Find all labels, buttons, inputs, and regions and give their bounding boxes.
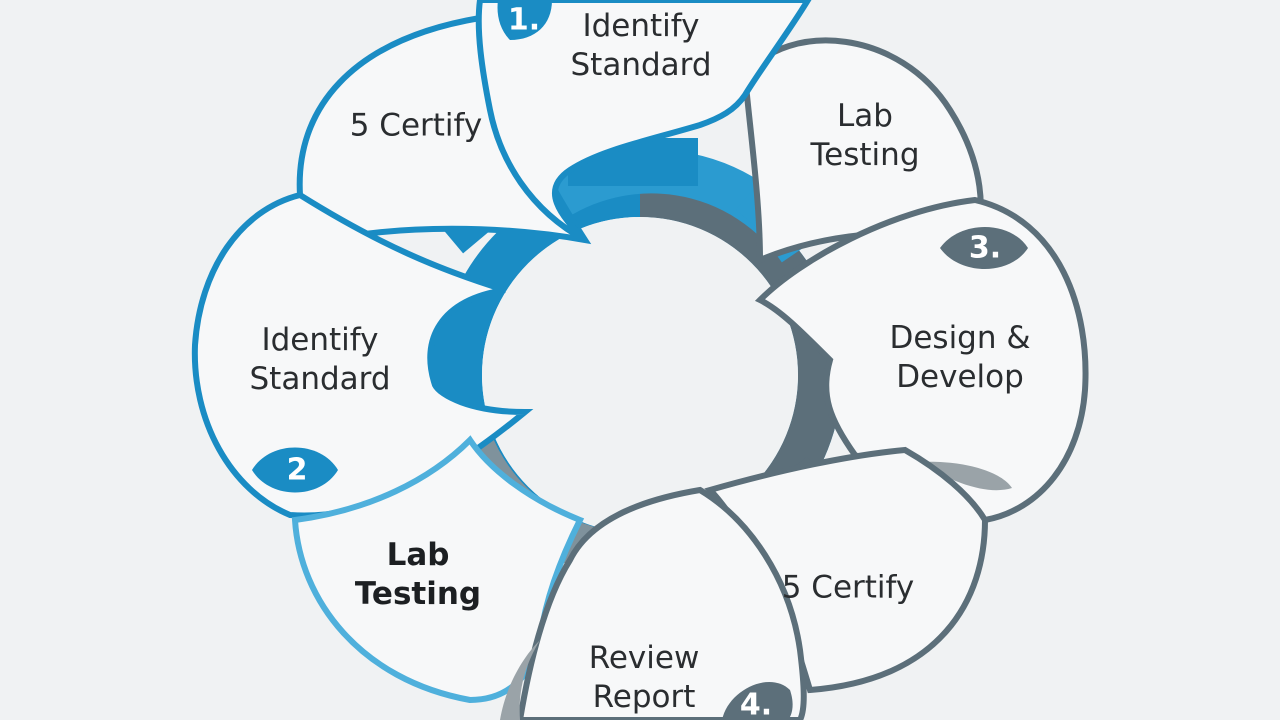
petal-left (191, 191, 534, 519)
petal-label-lower-right: 5 Certify (781, 569, 915, 606)
badge-2-number: 2 (286, 452, 308, 488)
badge-4-shape (722, 681, 793, 720)
badge-3-number: 3. (968, 230, 1002, 266)
badge-4-number: 4. (739, 687, 773, 720)
petal-right-fold (920, 461, 1012, 491)
badge-1-number: 1. (507, 2, 541, 38)
petal-label-right: Design &Develop (889, 320, 1031, 395)
petal-lower-left (291, 435, 585, 704)
gear-center (482, 217, 798, 533)
petal-bottom-fold (500, 640, 540, 720)
petal-top (475, 0, 812, 243)
badge-3-shape (940, 227, 1028, 269)
badge-1-shape (497, 0, 552, 40)
badge-2-shape (252, 447, 338, 493)
petal-label-upper-left: 5 Certify (349, 107, 483, 144)
petal-bottom (516, 486, 807, 720)
